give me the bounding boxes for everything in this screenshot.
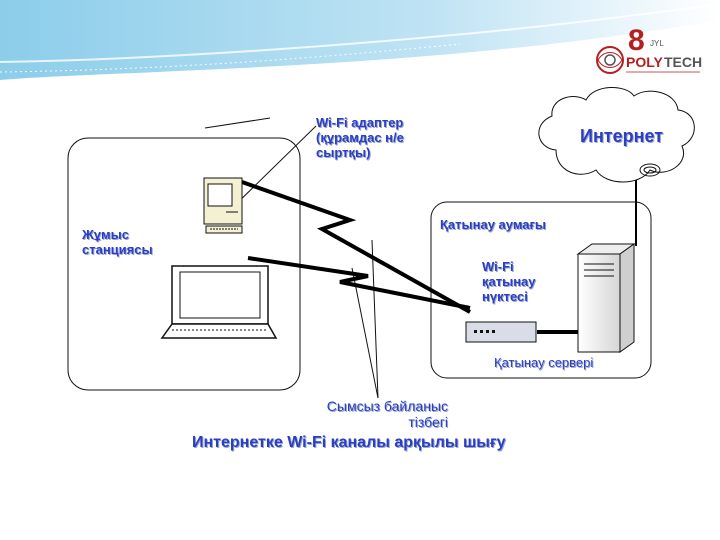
adapter-pointer-line	[204, 117, 271, 129]
header-decoration	[0, 0, 720, 80]
logo-sub: JYL	[650, 39, 664, 48]
wireless-link-label: Сымсыз байланыс тізбегі	[326, 398, 448, 431]
logo-number: 8	[628, 24, 645, 57]
wireless-pointer-line-1	[351, 267, 379, 399]
logo-brand-a: POLY	[626, 54, 663, 70]
server-icon	[576, 243, 636, 353]
access-point-icon	[465, 321, 537, 343]
polytech-logo: 8 JYL POLY TECH	[596, 24, 702, 74]
logo-brand-b: TECH	[664, 54, 702, 70]
wireless-link-laptop	[247, 256, 471, 310]
access-zone-label: Қатынау аумағы	[440, 217, 547, 232]
laptop-icon	[160, 265, 278, 339]
desktop-computer-icon	[203, 177, 243, 234]
logo-emblem-icon	[596, 46, 624, 74]
internet-cloud-icon	[538, 86, 695, 183]
wifi-adapter-label: Wi-Fi адаптер (құрамдас н/е сыртқы)	[316, 115, 404, 160]
wireless-link-desktop	[241, 180, 471, 314]
internet-label: Интернет	[580, 126, 664, 146]
slide-title: Интернетке Wi-Fi каналы арқылы шығу	[192, 434, 506, 451]
adapter-leader-line	[227, 125, 317, 213]
wireless-pointer-line-2	[371, 239, 379, 399]
access-point-label: Wi-Fi қатынау нүктесі	[482, 259, 536, 304]
workstation-label: Жұмыс станциясы	[82, 227, 153, 257]
access-server-label: Қатынау сервері	[494, 355, 594, 370]
